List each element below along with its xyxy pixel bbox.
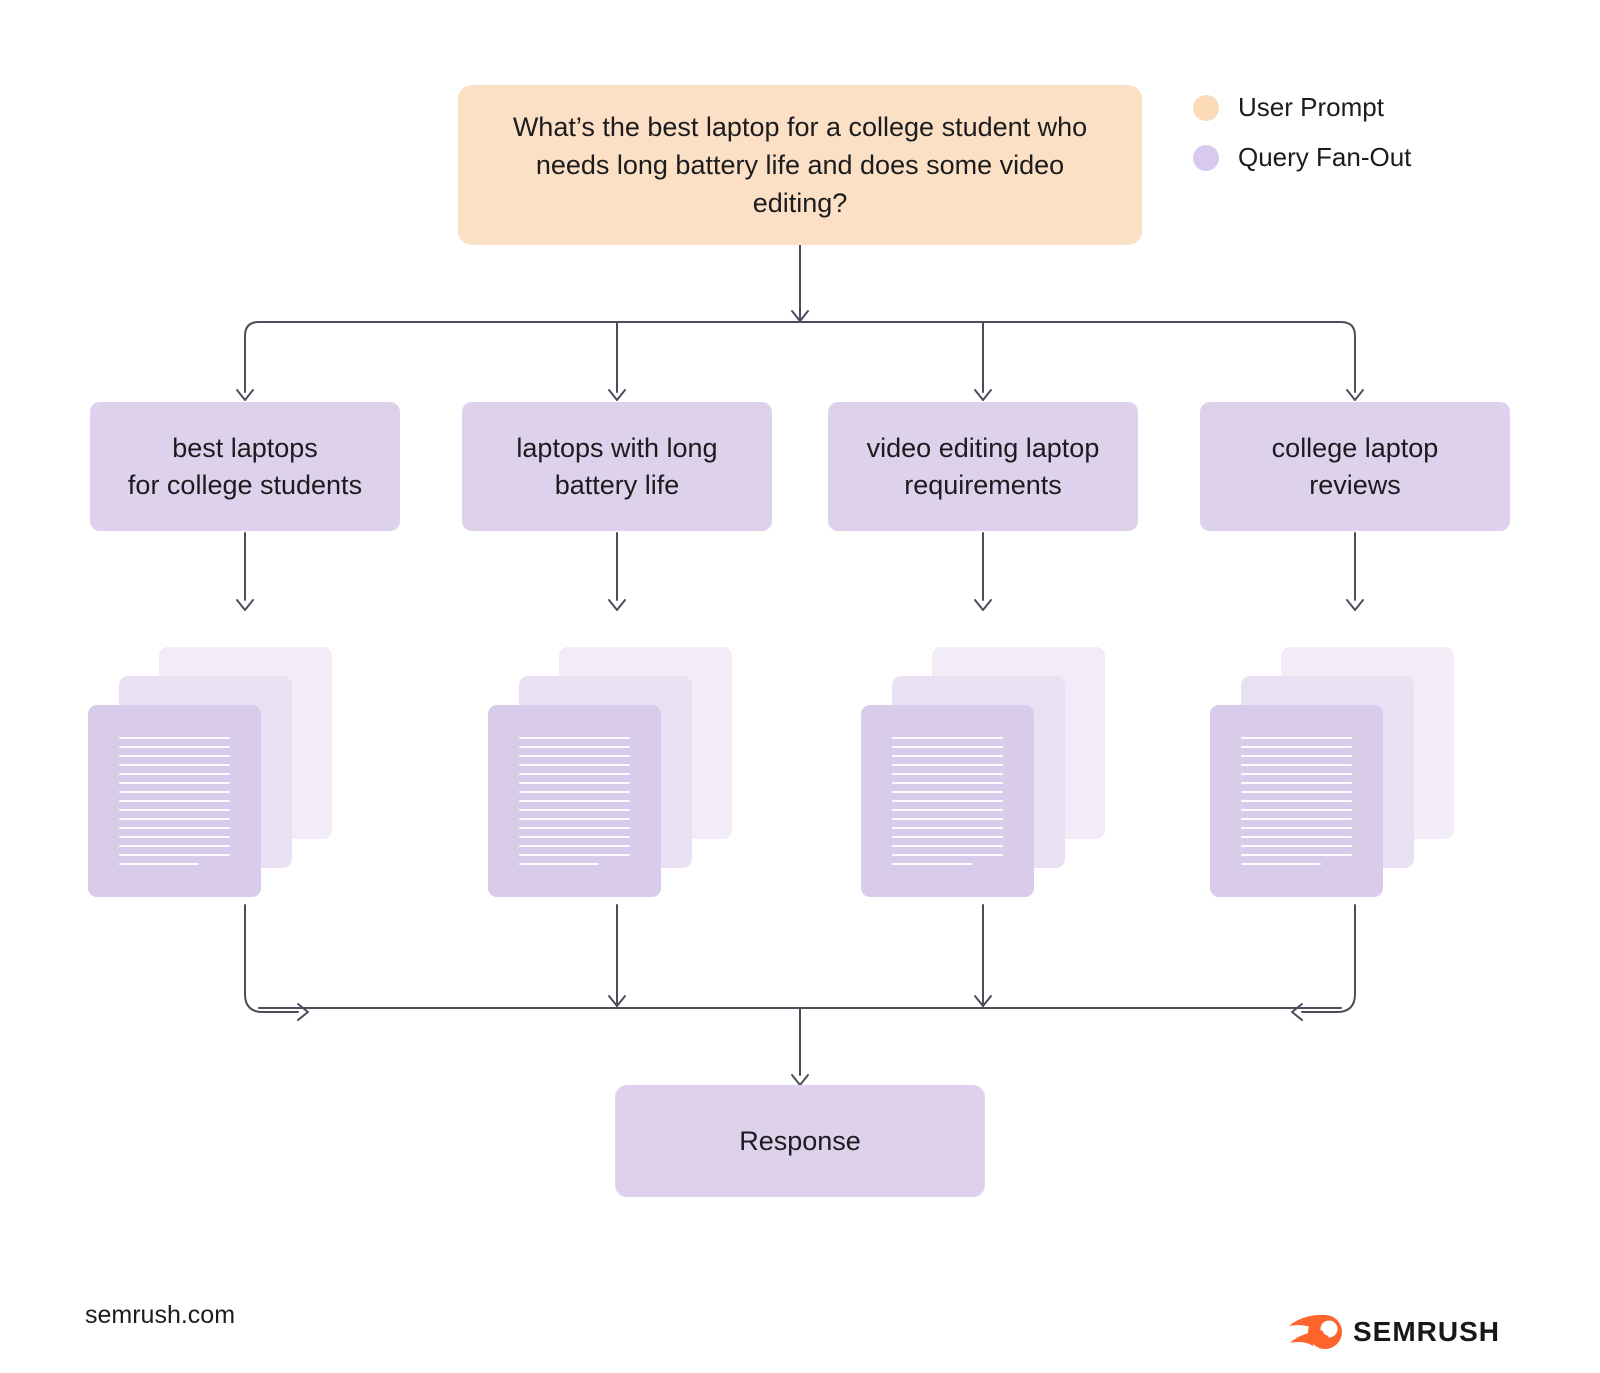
document-text-lines	[892, 737, 1003, 865]
query-label: laptops with long battery life	[516, 432, 718, 500]
document-text-lines	[519, 737, 630, 865]
query-box-4: college laptop reviews	[1200, 402, 1510, 531]
document-stack-1	[88, 647, 332, 897]
document-stack-4	[1210, 647, 1454, 897]
query-label: video editing laptop requirements	[866, 432, 1100, 500]
legend-item-user-prompt: User Prompt	[1193, 92, 1411, 123]
user-prompt-box: What’s the best laptop for a college stu…	[458, 85, 1142, 245]
document-text-lines	[1241, 737, 1352, 865]
document-page-icon	[1210, 705, 1383, 897]
response-label: Response	[739, 1125, 861, 1156]
semrush-wordmark: SEMRUSH	[1353, 1316, 1501, 1347]
query-label: college laptop reviews	[1271, 432, 1439, 500]
legend: User Prompt Query Fan-Out	[1193, 92, 1411, 173]
document-stack-3	[861, 647, 1105, 897]
query-label: best laptops for college students	[127, 432, 363, 500]
site-url: semrush.com	[85, 1301, 236, 1329]
document-stack-2	[488, 647, 732, 897]
user-prompt-dot-icon	[1193, 94, 1219, 121]
query-fanout-dot-icon	[1193, 144, 1219, 171]
document-page-icon	[88, 705, 261, 897]
arrows-query-to-documents	[236, 532, 1364, 611]
arrow-collector-to-response	[791, 1007, 809, 1086]
collector-bar	[244, 904, 1356, 1021]
user-prompt-text: What’s the best laptop for a college stu…	[512, 112, 1088, 218]
fanout-top-bar	[236, 321, 1364, 401]
semrush-logo: SEMRUSH	[1288, 1312, 1500, 1352]
legend-label: Query Fan-Out	[1238, 142, 1412, 172]
query-box-2: laptops with long battery life	[462, 402, 772, 531]
legend-item-query-fanout: Query Fan-Out	[1193, 142, 1411, 173]
document-page-icon	[861, 705, 1034, 897]
response-box: Response	[615, 1085, 985, 1197]
legend-label: User Prompt	[1238, 92, 1384, 122]
query-box-1: best laptops for college students	[90, 402, 400, 531]
document-text-lines	[119, 737, 230, 865]
query-box-3: video editing laptop requirements	[828, 402, 1138, 531]
semrush-flame-icon	[1289, 1314, 1342, 1349]
arrow-prompt-to-fanout-bar	[791, 244, 809, 322]
document-page-icon	[488, 705, 661, 897]
